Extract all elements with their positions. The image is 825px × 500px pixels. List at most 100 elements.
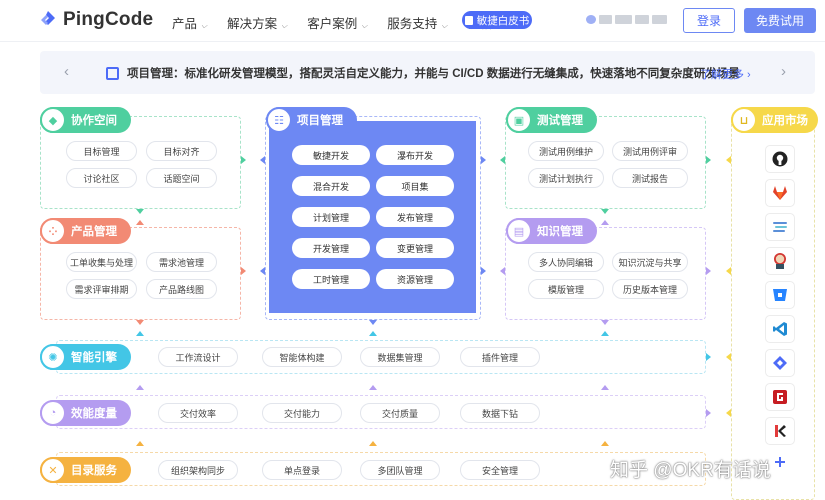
- gitee-icon[interactable]: [765, 383, 795, 411]
- chip-collab-0[interactable]: 目标管理: [66, 141, 137, 161]
- chip-collab-3[interactable]: 话题空间: [146, 168, 217, 188]
- chip-metrics-2[interactable]: 交付质量: [360, 403, 440, 423]
- chip-project-8[interactable]: 工时管理: [292, 269, 370, 289]
- connector-arrow: [601, 441, 609, 446]
- chip-project-3[interactable]: 项目集: [376, 176, 454, 196]
- main-menu: 产品⌵ 解决方案⌵ 客户案例⌵ 服务支持⌵ 价格: [172, 13, 512, 32]
- connector-arrow: [601, 220, 609, 225]
- free-trial-button[interactable]: 免费试用: [744, 8, 816, 33]
- chip-testing-3[interactable]: 测试报告: [612, 168, 688, 188]
- jenkins-icon[interactable]: [765, 247, 795, 275]
- connector-arrow: [601, 331, 609, 336]
- connector-arrow: [481, 267, 486, 275]
- chip-product-1[interactable]: 需求池管理: [146, 252, 217, 272]
- chip-metrics-0[interactable]: 交付效率: [158, 403, 238, 423]
- chip-engine-2[interactable]: 数据集管理: [360, 347, 440, 367]
- market-header[interactable]: ⊔应用市场: [731, 107, 818, 133]
- chip-knowledge-0[interactable]: 多人协同编辑: [528, 252, 604, 272]
- banner-description: 项目管理：标准化研发管理模型，搭配灵活自定义能力，并能与 CI/CD 数据进行无…: [127, 68, 740, 80]
- chevron-down-icon: ⌵: [441, 21, 448, 30]
- testing-header[interactable]: ▣测试管理: [506, 107, 597, 133]
- chip-project-9[interactable]: 资源管理: [376, 269, 454, 289]
- menu-item-cases[interactable]: 客户案例⌵: [307, 17, 368, 31]
- diamond-icon[interactable]: [765, 349, 795, 377]
- metrics-title: 效能度量: [71, 408, 117, 420]
- grid-icon: ⁘: [40, 218, 66, 244]
- knowledge-title: 知识管理: [537, 226, 583, 238]
- connector-arrow: [241, 267, 246, 275]
- connector-arrow: [136, 331, 144, 336]
- github-icon[interactable]: [765, 145, 795, 173]
- chip-project-6[interactable]: 开发管理: [292, 238, 370, 258]
- chip-knowledge-1[interactable]: 知识沉淀与共享: [612, 252, 688, 272]
- directory-header[interactable]: ✕目录服务: [40, 457, 131, 483]
- chip-engine-0[interactable]: 工作流设计: [158, 347, 238, 367]
- whitebook-label: 敏捷白皮书: [476, 14, 530, 27]
- menu-item-support[interactable]: 服务支持⌵: [387, 17, 448, 31]
- diamond-icon: ◆: [40, 107, 66, 133]
- connector-arrow: [601, 320, 609, 325]
- product-header[interactable]: ⁘产品管理: [40, 218, 131, 244]
- jenkins-like-icon[interactable]: [765, 213, 795, 241]
- chip-directory-0[interactable]: 组织架构同步: [158, 460, 238, 480]
- learn-more-link[interactable]: 了解更多 ›: [700, 69, 751, 81]
- chip-project-5[interactable]: 发布管理: [376, 207, 454, 227]
- knowledge-box: [505, 227, 706, 320]
- project-title: 项目管理: [297, 115, 343, 127]
- connector-arrow: [369, 441, 377, 446]
- collab-box: [40, 116, 241, 209]
- chip-testing-2[interactable]: 测试计划执行: [528, 168, 604, 188]
- chip-product-2[interactable]: 需求评审排期: [66, 279, 137, 299]
- chip-project-0[interactable]: 敏捷开发: [292, 145, 370, 165]
- bitbucket-icon[interactable]: [765, 281, 795, 309]
- engine-header[interactable]: ✺智能引擎: [40, 344, 131, 370]
- connector-arrow: [260, 156, 265, 164]
- whitebook-badge[interactable]: 敏捷白皮书: [462, 11, 532, 29]
- vscode-icon[interactable]: [765, 315, 795, 343]
- chip-engine-3[interactable]: 插件管理: [460, 347, 540, 367]
- chip-engine-1[interactable]: 智能体构建: [262, 347, 342, 367]
- pingcode-logo-icon: [38, 10, 58, 30]
- chip-directory-2[interactable]: 多团队管理: [360, 460, 440, 480]
- menu-item-product[interactable]: 产品⌵: [172, 17, 208, 31]
- checklist-icon: ☷: [266, 107, 292, 133]
- chip-project-7[interactable]: 变更管理: [376, 238, 454, 258]
- connector-arrow: [136, 220, 144, 225]
- metrics-header[interactable]: ◔效能度量: [40, 400, 131, 426]
- chip-metrics-3[interactable]: 数据下钻: [460, 403, 540, 423]
- kubernetes-icon[interactable]: [765, 417, 795, 445]
- project-box: [265, 116, 481, 320]
- collab-title: 协作空间: [71, 115, 117, 127]
- chip-project-1[interactable]: 瀑布开发: [376, 145, 454, 165]
- gitlab-icon[interactable]: [765, 179, 795, 207]
- feature-banner: ‹ 项目管理：标准化研发管理模型，搭配灵活自定义能力，并能与 CI/CD 数据进…: [40, 51, 815, 94]
- chip-knowledge-2[interactable]: 模版管理: [528, 279, 604, 299]
- login-button[interactable]: 登录: [683, 8, 735, 33]
- collab-header[interactable]: ◆ 协作空间: [40, 107, 131, 133]
- app-market-panel: [731, 118, 815, 500]
- chip-project-4[interactable]: 计划管理: [292, 207, 370, 227]
- chip-directory-3[interactable]: 安全管理: [460, 460, 540, 480]
- logo[interactable]: PingCode: [38, 9, 153, 31]
- connector-arrow: [241, 156, 246, 164]
- chip-project-2[interactable]: 混合开发: [292, 176, 370, 196]
- connector-arrow: [726, 267, 731, 275]
- brain-icon: ✺: [40, 344, 66, 370]
- chip-directory-1[interactable]: 单点登录: [262, 460, 342, 480]
- chip-product-0[interactable]: 工单收集与处理: [66, 252, 137, 272]
- chip-testing-1[interactable]: 测试用例评审: [612, 141, 688, 161]
- chip-metrics-1[interactable]: 交付能力: [262, 403, 342, 423]
- chip-product-3[interactable]: 产品路线图: [146, 279, 217, 299]
- chip-knowledge-3[interactable]: 历史版本管理: [612, 279, 688, 299]
- store-icon: ⊔: [731, 107, 757, 133]
- connector-arrow: [500, 267, 505, 275]
- connector-arrow: [706, 156, 711, 164]
- project-header[interactable]: ☷ 项目管理: [266, 107, 357, 133]
- chip-testing-0[interactable]: 测试用例维护: [528, 141, 604, 161]
- chip-collab-1[interactable]: 目标对齐: [146, 141, 217, 161]
- chip-collab-2[interactable]: 讨论社区: [66, 168, 137, 188]
- knowledge-header[interactable]: ▤知识管理: [506, 218, 597, 244]
- banner-prev-arrow[interactable]: ‹: [64, 63, 69, 80]
- menu-item-solutions[interactable]: 解决方案⌵: [227, 17, 288, 31]
- banner-next-arrow[interactable]: ›: [781, 63, 786, 80]
